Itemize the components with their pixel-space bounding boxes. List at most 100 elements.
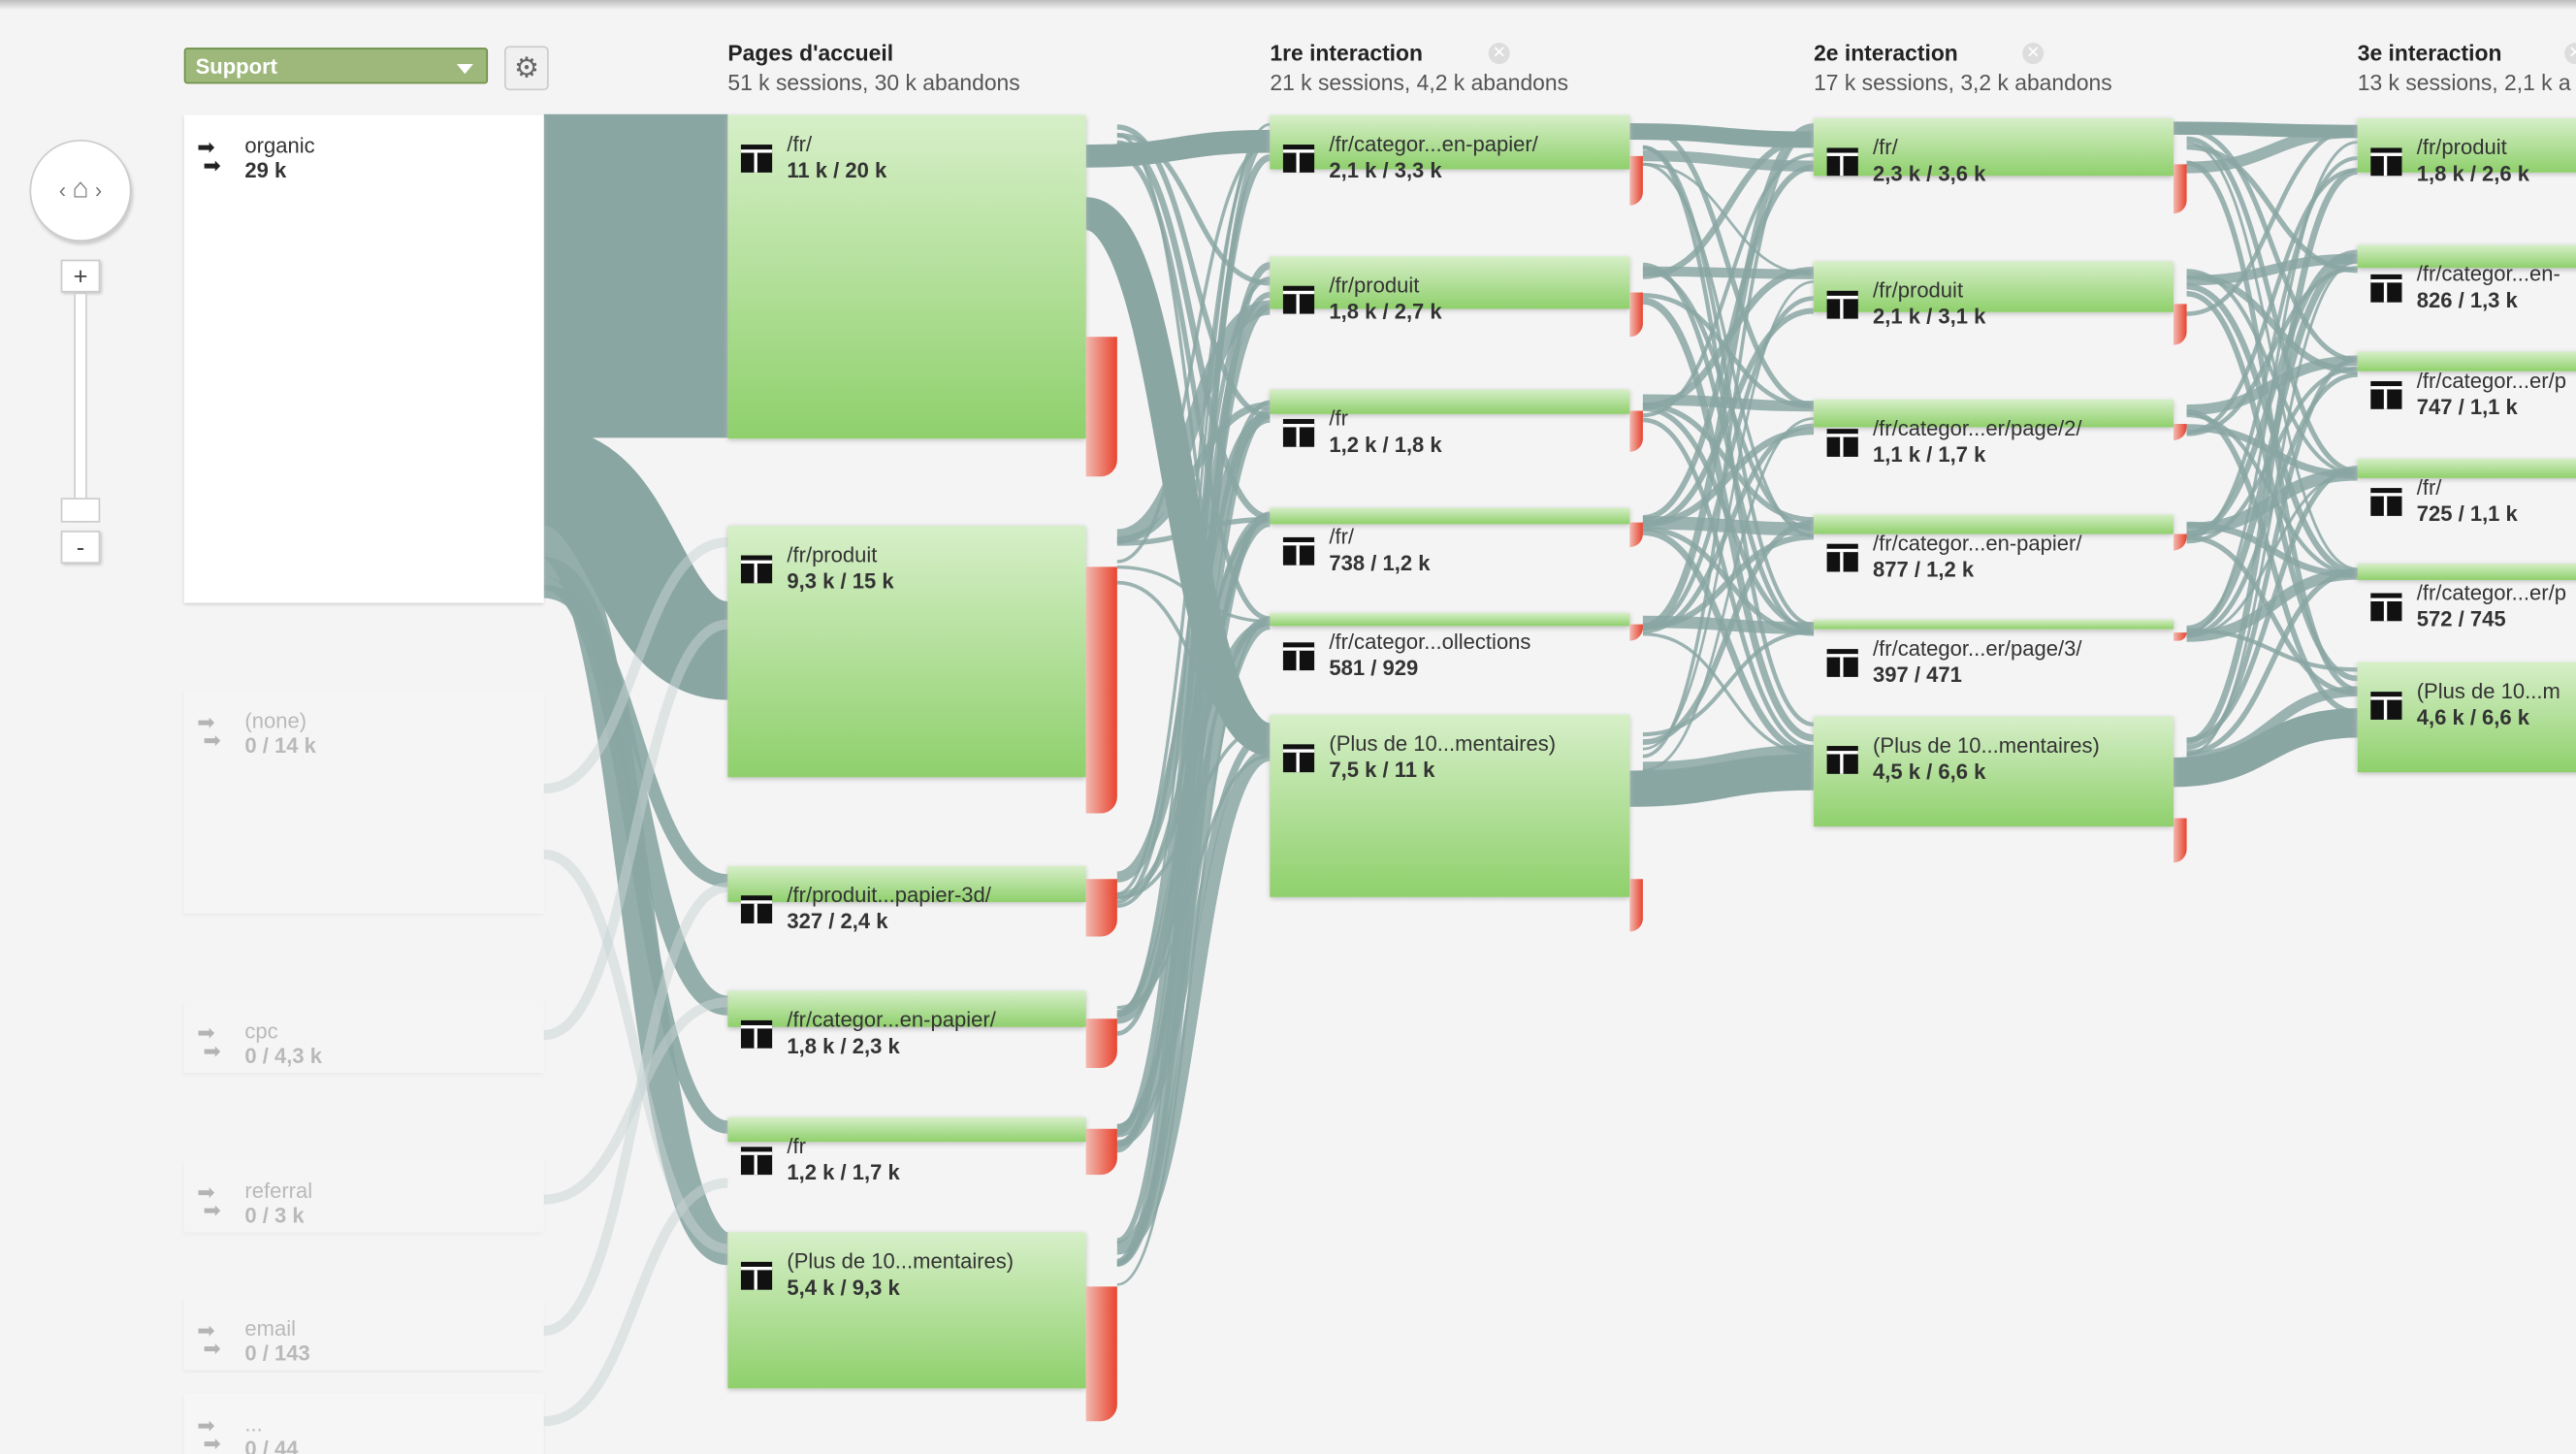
flow-link[interactable] <box>543 849 729 1254</box>
flow-link[interactable] <box>543 536 728 794</box>
dropoff-bar[interactable] <box>2174 304 2187 345</box>
flow-link[interactable] <box>1642 630 1815 737</box>
dropoff-bar[interactable] <box>1629 410 1643 452</box>
flow-link[interactable] <box>1642 296 1815 631</box>
flow-link[interactable] <box>2186 260 2358 757</box>
flow-node[interactable]: (Plus de 10...mentaires)5,4 k / 9,3 k <box>727 1232 1086 1389</box>
flow-link[interactable] <box>1629 754 1815 807</box>
flow-link[interactable] <box>543 1178 728 1427</box>
pan-control[interactable]: ‹ ⌂ › <box>29 139 132 242</box>
pan-right-icon[interactable]: › <box>94 177 103 203</box>
flow-link[interactable] <box>2186 534 2358 696</box>
dropoff-bar[interactable] <box>1629 292 1643 338</box>
flow-link[interactable] <box>2186 290 2359 682</box>
flow-node[interactable]: (Plus de 10...mentaires)4,5 k / 6,6 k <box>1814 716 2174 827</box>
source-node-5[interactable]: ➡ ➡...0 / 44 <box>183 1393 544 1454</box>
flow-link[interactable] <box>1082 197 1273 757</box>
dropoff-bar[interactable] <box>1085 1018 1117 1069</box>
flow-node[interactable]: /fr/categor...en-826 / 1,3 k <box>2357 244 2576 312</box>
home-icon[interactable]: ⌂ <box>72 172 89 205</box>
dropoff-bar[interactable] <box>1629 879 1643 932</box>
flow-node[interactable]: /fr/2,3 k / 3,6 k <box>1814 117 2174 185</box>
flow-link[interactable] <box>2186 269 2358 476</box>
flow-link[interactable] <box>2173 708 2358 788</box>
flow-link[interactable] <box>1642 124 1815 407</box>
flow-link[interactable] <box>2186 466 2358 743</box>
flow-link[interactable] <box>1116 152 1271 622</box>
flow-link[interactable] <box>2174 121 2358 139</box>
flow-node[interactable]: /fr/categor...en-papier/2,1 k / 3,3 k <box>1270 114 1630 182</box>
flow-link[interactable] <box>1629 123 1815 148</box>
dropoff-bar[interactable] <box>1085 337 1117 477</box>
flow-link[interactable] <box>543 882 729 1337</box>
settings-button[interactable]: ⚙ <box>504 46 549 91</box>
flow-node[interactable]: /fr/725 / 1,1 k <box>2357 458 2576 526</box>
page-icon <box>2370 147 2402 177</box>
flow-link[interactable] <box>1642 129 1815 759</box>
dropoff-bar[interactable] <box>1629 155 1643 206</box>
dropoff-bar[interactable] <box>1629 522 1643 548</box>
flow-link[interactable] <box>1642 307 1815 528</box>
flow-link[interactable] <box>2186 128 2358 363</box>
dropoff-bar[interactable] <box>1085 1128 1117 1176</box>
flow-link[interactable] <box>1642 280 1815 751</box>
flow-link[interactable] <box>1115 748 1272 1255</box>
flow-link[interactable] <box>1116 135 1272 1244</box>
flow-link[interactable] <box>2186 568 2358 756</box>
flow-link[interactable] <box>2186 167 2358 435</box>
zoom-slider[interactable] <box>74 292 87 523</box>
dropoff-bar[interactable] <box>1085 566 1117 814</box>
flow-link[interactable] <box>2186 168 2359 745</box>
flow-link[interactable] <box>2186 628 2358 672</box>
flow-link[interactable] <box>1642 417 1815 772</box>
remove-column-icon[interactable]: ✕ <box>1488 43 1510 65</box>
flow-link[interactable] <box>1642 529 1815 757</box>
zoom-out-button[interactable]: - <box>60 531 101 565</box>
dropoff-bar[interactable] <box>1085 879 1117 937</box>
flow-link[interactable] <box>1642 123 1815 631</box>
flow-link[interactable] <box>1642 744 1815 774</box>
pan-left-icon[interactable]: ‹ <box>58 177 67 203</box>
source-node-1[interactable]: ➡ ➡(none)0 / 14 k <box>183 690 544 914</box>
dropoff-bar[interactable] <box>1085 1286 1117 1422</box>
flow-node[interactable]: /fr/738 / 1,2 k <box>1270 507 1630 575</box>
flow-link[interactable] <box>1116 142 1271 564</box>
flow-link[interactable] <box>1116 728 1271 1147</box>
flow-node[interactable]: /fr/categor...en-papier/877 / 1,2 k <box>1814 514 2174 582</box>
flow-link[interactable] <box>1116 620 1271 1286</box>
flow-link[interactable] <box>543 585 729 888</box>
dimension-dropdown[interactable]: Support <box>183 48 489 84</box>
flow-node[interactable]: /fr/produit...papier-3d/327 / 2,4 k <box>727 865 1086 933</box>
flow-node[interactable]: /fr/categor...er/page/2/1,1 k / 1,7 k <box>1814 399 2174 467</box>
flow-link[interactable] <box>543 619 729 1041</box>
zoom-in-button[interactable]: + <box>60 259 101 293</box>
flow-node[interactable]: /fr/categor...en-papier/1,8 k / 2,3 k <box>727 990 1086 1058</box>
flow-link[interactable] <box>1085 129 1271 168</box>
flow-link[interactable] <box>542 557 730 1016</box>
zoom-slider-handle[interactable] <box>60 498 101 523</box>
flow-node[interactable]: /fr/11 k / 20 k <box>727 114 1086 439</box>
remove-column-icon[interactable]: ✕ <box>2564 43 2576 65</box>
dropoff-bar[interactable] <box>2174 164 2187 214</box>
flow-link[interactable] <box>1642 164 1815 521</box>
dropoff-bar[interactable] <box>2174 818 2187 863</box>
flow-node[interactable]: (Plus de 10...mentaires)7,5 k / 11 k <box>1270 714 1630 897</box>
remove-column-icon[interactable]: ✕ <box>2022 43 2045 65</box>
flow-link[interactable] <box>1642 394 1815 412</box>
dropoff-bar[interactable] <box>2174 632 2187 641</box>
flow-node[interactable]: /fr/categor...er/page/3/397 / 471 <box>1814 619 2174 687</box>
